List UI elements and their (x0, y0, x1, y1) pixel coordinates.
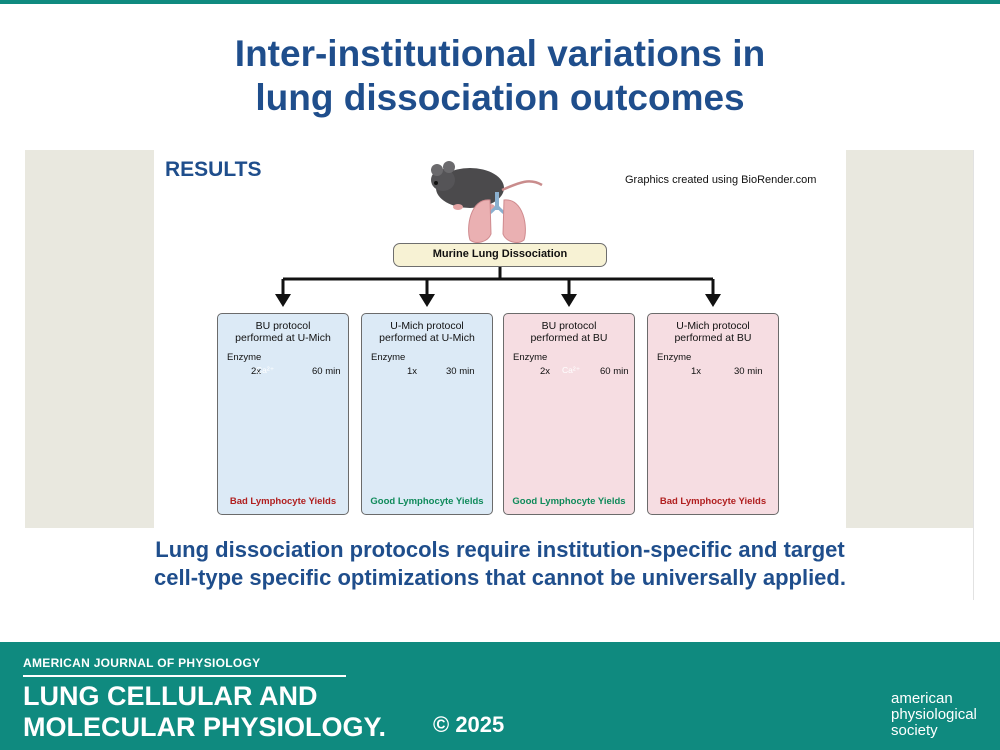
society-name: american physiological society (891, 691, 977, 739)
journal-name-line-1: LUNG CELLULAR AND (23, 681, 318, 711)
journal-series: AMERICAN JOURNAL OF PHYSIOLOGY (23, 656, 261, 670)
conclusion-line-1: Lung dissociation protocols require inst… (155, 537, 845, 562)
card-title-line-1: U-Mich protocol (676, 320, 750, 332)
title-line-2: lung dissociation outcomes (255, 77, 745, 118)
top-rule (0, 0, 1000, 4)
right-panel-margin (846, 150, 974, 528)
results-heading: RESULTS (165, 158, 262, 181)
card-title-line-1: BU protocol (541, 320, 597, 332)
lungs-icon (468, 192, 526, 243)
enzyme-dose: 1x (407, 366, 418, 377)
lymphocyte-outcome: Bad Lymphocyte Yields (229, 496, 337, 507)
society-line-2: physiological (891, 706, 977, 723)
tree-connectors (281, 267, 715, 296)
card-title-line-2: performed at BU (530, 332, 608, 344)
card-title: BU protocol performed at BU (504, 320, 634, 344)
enzyme-dose: 2x (540, 366, 551, 377)
calcium-label: Ca²⁺ (256, 365, 275, 375)
card-title: U-Mich protocol performed at U-Mich (362, 320, 492, 344)
journal-footer: AMERICAN JOURNAL OF PHYSIOLOGY LUNG CELL… (0, 642, 1000, 750)
card-title: BU protocol performed at U-Mich (218, 320, 348, 344)
title-line-1: Inter-institutional variations in (234, 33, 766, 74)
protocol-card-1: BU protocol performed at U-Mich Enzyme 2… (217, 313, 349, 515)
graphics-credit: Graphics created using BioRender.com (625, 174, 817, 186)
lymphocyte-outcome: Bad Lymphocyte Yields (659, 496, 767, 507)
incubation-time: 30 min (446, 366, 475, 377)
lymphocyte-outcome: Good Lymphocyte Yields (370, 496, 484, 507)
mouse-icon (431, 161, 543, 210)
slide-title: Inter-institutional variations in lung d… (0, 32, 1000, 120)
card-title-line-1: U-Mich protocol (390, 320, 464, 332)
tree-arrowheads (275, 294, 721, 307)
protocol-card-2: U-Mich protocol performed at U-Mich Enzy… (361, 313, 493, 515)
society-line-1: american (891, 690, 953, 707)
card-title-line-1: BU protocol (255, 320, 311, 332)
protocol-card-3: BU protocol performed at BU Enzyme 2x Ca… (503, 313, 635, 515)
conclusion-text: Lung dissociation protocols require inst… (0, 536, 1000, 592)
left-panel-margin (25, 150, 154, 528)
incubation-time: 60 min (312, 366, 341, 377)
card-title: U-Mich protocol performed at BU (648, 320, 778, 344)
incubation-time: 60 min (600, 366, 629, 377)
enzyme-dose: 2x (251, 366, 262, 377)
conclusion-line-2: cell-type specific optimizations that ca… (154, 565, 846, 590)
copyright: © 2025 (433, 712, 505, 737)
card-title-line-2: performed at U-Mich (379, 332, 475, 344)
enzyme-dose: 1x (691, 366, 702, 377)
enzyme-label: Enzyme (513, 352, 548, 363)
journal-name-line-2: MOLECULAR PHYSIOLOGY. (23, 712, 387, 742)
calcium-label: Ca²⁺ (562, 365, 581, 375)
journal-rule (23, 675, 346, 677)
lymphocyte-outcome: Good Lymphocyte Yields (512, 496, 626, 507)
enzyme-label: Enzyme (227, 352, 262, 363)
journal-name: LUNG CELLULAR AND MOLECULAR PHYSIOLOGY. (23, 681, 386, 743)
right-divider (973, 150, 974, 600)
murine-lung-dissociation-box: Murine Lung Dissociation (393, 243, 607, 267)
enzyme-label: Enzyme (371, 352, 406, 363)
protocol-card-4: U-Mich protocol performed at BU Enzyme 1… (647, 313, 779, 515)
incubation-time: 30 min (734, 366, 763, 377)
enzyme-label: Enzyme (657, 352, 692, 363)
card-title-line-2: performed at BU (674, 332, 752, 344)
card-title-line-2: performed at U-Mich (235, 332, 331, 344)
society-line-3: society (891, 722, 938, 739)
